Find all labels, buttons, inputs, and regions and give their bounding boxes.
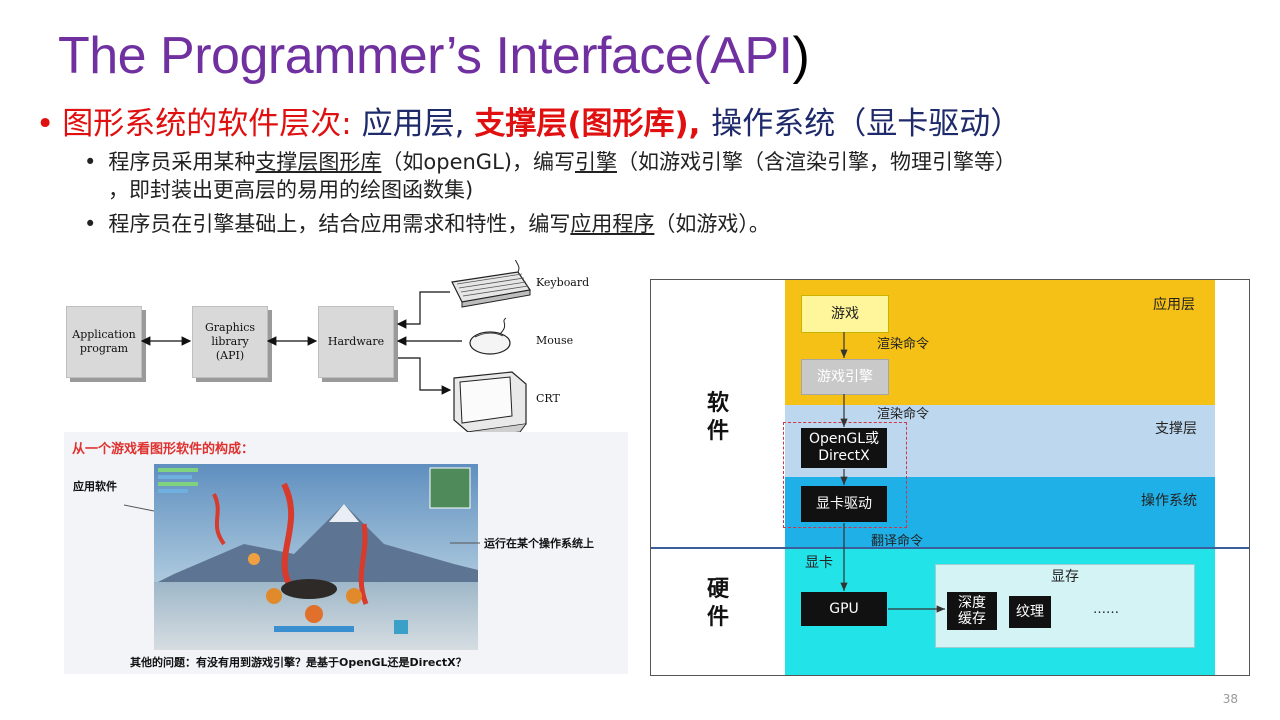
mouse-icon xyxy=(469,317,511,355)
hardware-side-label: 硬件 xyxy=(706,577,729,630)
crt-label: CRT xyxy=(536,392,560,405)
api-diagram-connectors xyxy=(140,260,532,439)
software-side-label: 软件 xyxy=(706,391,729,444)
sub-bullet-engine-cont: ，即封装出更高层的易用的绘图函数集) xyxy=(108,178,474,202)
bullet-software-layers: •图形系统的软件层次: 应用层, 支撑层(图形库), 操作系统（显卡驱动） xyxy=(36,106,1022,142)
render-command-label-2: 渲染命令 xyxy=(877,407,930,422)
engine-question: 其他的问题：有没有用到游戏引擎？是基于OpenGL还是DirectX？ xyxy=(130,656,467,669)
sub-bullet-application: •程序员在引擎基础上，结合应用需求和特性，编写应用程序（如游戏）。 xyxy=(84,212,770,236)
page-number: 38 xyxy=(1222,692,1238,706)
app-layer-label: 应用层 xyxy=(1153,297,1195,313)
render-command-label-1: 渲染命令 xyxy=(877,337,930,352)
game-engine-box: 游戏引擎 xyxy=(801,359,889,395)
game-panel-title: 从一个游戏看图形软件的构成： xyxy=(72,442,255,457)
sub-bullet-engine: •程序员采用某种支撑层图形库（如openGL)，编写引擎（如游戏引擎（含渲染引擎… xyxy=(84,150,1016,174)
graphics-card-label: 显卡 xyxy=(805,555,833,571)
keyboard-icon xyxy=(451,260,532,308)
software-hardware-divider xyxy=(651,547,1249,549)
texture-box: 纹理 xyxy=(1009,596,1051,628)
app-software-label: 应用软件 xyxy=(73,480,117,493)
translate-command-label: 翻译命令 xyxy=(871,534,924,549)
crt-monitor-icon xyxy=(453,371,527,439)
bullet-dot-icon: • xyxy=(36,106,55,142)
ellipsis-label: …… xyxy=(1093,602,1119,617)
slide-title: The Programmer’s Interface(API) xyxy=(58,27,810,85)
sub-bullet-dot-icon: • xyxy=(84,150,97,174)
gpu-box: GPU xyxy=(801,592,887,626)
keyboard-label: Keyboard xyxy=(536,276,590,289)
gpu-driver-box: 显卡驱动 xyxy=(801,486,887,522)
sub-bullet-dot-icon: • xyxy=(84,212,97,236)
vram-label: 显存 xyxy=(1051,569,1079,585)
game-box: 游戏 xyxy=(801,295,889,333)
game-panel-pointer-lines xyxy=(123,504,480,544)
depth-buffer-box: 深度缓存 xyxy=(947,592,997,630)
hardware-box: Hardware xyxy=(318,306,394,378)
mouse-label: Mouse xyxy=(536,334,574,347)
os-layer-label: 操作系统 xyxy=(1141,493,1197,509)
architecture-arrows xyxy=(840,332,945,613)
game-scene-image xyxy=(154,464,478,650)
support-layer-label: 支撑层 xyxy=(1155,421,1197,437)
runs-on-os-label: 运行在某个操作系统上 xyxy=(484,537,594,550)
